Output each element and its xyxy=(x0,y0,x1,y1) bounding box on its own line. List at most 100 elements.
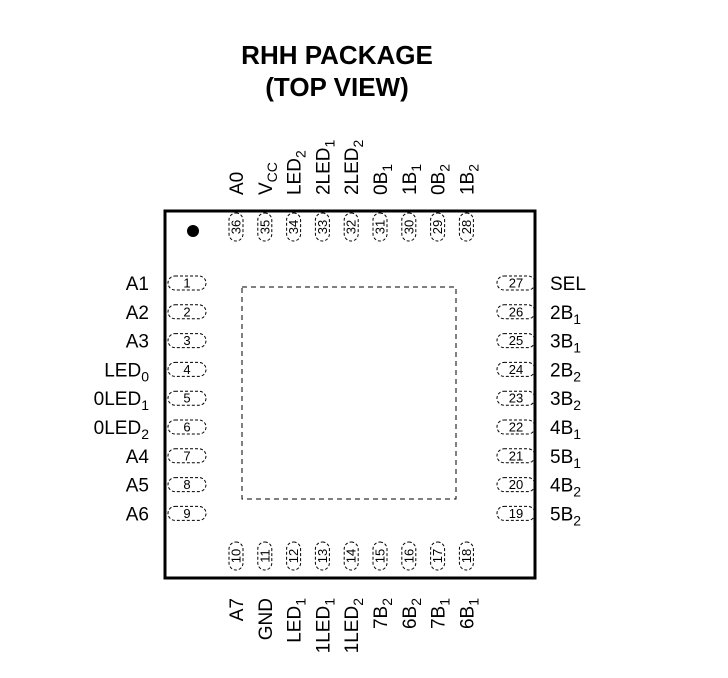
pin-left: 3 A3 xyxy=(126,332,207,353)
pin-name-label: 0LED2 xyxy=(94,418,150,442)
pin-name-label: A3 xyxy=(126,332,149,353)
pin-number: 35 xyxy=(257,220,272,234)
pin-name-main: 2B xyxy=(550,303,573,324)
pin-name-label: 5B1 xyxy=(550,447,581,471)
pin-name-main: 7B xyxy=(429,606,450,629)
pin-name-main: A2 xyxy=(126,303,149,324)
pin-name-main: 3B xyxy=(550,389,573,410)
pin-name-label: A5 xyxy=(126,476,149,497)
pin-left: 9A6 xyxy=(126,504,207,525)
pin-number: 26 xyxy=(509,304,523,319)
pin-name-label: A2 xyxy=(126,303,149,324)
pin-name-main: 5B xyxy=(550,504,573,525)
pin-name-subscript: 1 xyxy=(465,598,481,606)
pin-number: 4 xyxy=(183,362,190,377)
title-line-1: RHH PACKAGE xyxy=(241,40,433,70)
pin-number: 2 xyxy=(183,304,190,319)
pin-name-label: LED0 xyxy=(104,360,149,384)
pin-pad xyxy=(257,212,273,242)
pin-pad xyxy=(372,212,388,242)
pin-name-main: 7B xyxy=(371,606,392,629)
pin-pad xyxy=(458,212,474,242)
pin-name-subscript: 2 xyxy=(141,426,149,442)
pin-pad xyxy=(496,333,536,349)
pin-name-label: 6B2 xyxy=(400,598,424,629)
pin-name-subscript: 2 xyxy=(573,512,581,528)
pin-name-main: 1LED xyxy=(342,606,363,654)
pin-number: 1 xyxy=(183,276,190,291)
pin-number: 33 xyxy=(315,220,330,234)
pin-name-subscript: 1 xyxy=(321,598,337,606)
pin-name-label: 2LED2 xyxy=(342,139,366,195)
pin-name-main: 0LED xyxy=(94,418,142,439)
pin-pad xyxy=(228,541,244,571)
pin-name-main: A3 xyxy=(126,332,149,353)
pin-name-label: VCC xyxy=(256,162,280,195)
pin-name-main: 0B xyxy=(371,172,392,195)
pin-pad xyxy=(496,361,536,377)
pin-number: 3 xyxy=(183,333,190,348)
pin-name-label: 1B2 xyxy=(457,164,481,195)
pin-left: 4 LED0 xyxy=(104,360,207,384)
pin-name-main: A7 xyxy=(227,598,248,621)
pin-name-main: 6B xyxy=(400,606,421,629)
pin-name-main: A4 xyxy=(126,447,150,468)
pin-name-label: 5B2 xyxy=(550,504,581,528)
pin-pad xyxy=(286,212,302,242)
pin-name-label: A4 xyxy=(126,447,150,468)
pin-name-subscript: 1 xyxy=(573,455,581,471)
pin-pad xyxy=(167,505,207,521)
pin-number: 22 xyxy=(509,420,523,435)
pin-left: 1 A1 xyxy=(126,274,207,295)
pin-pad xyxy=(343,212,359,242)
pin-name-main: A1 xyxy=(126,274,149,295)
pin-name-subscript: 0 xyxy=(141,368,149,384)
pin-name-main: 6B xyxy=(457,606,478,629)
pin1-marker-dot xyxy=(187,225,199,237)
pin-pad xyxy=(430,541,446,571)
pin-pad xyxy=(496,505,536,521)
pin-name-main: 0B xyxy=(429,172,450,195)
pin-pad xyxy=(167,275,207,291)
pin-number: 36 xyxy=(229,220,244,234)
pin-pad xyxy=(257,541,273,571)
pin-number: 13 xyxy=(315,549,330,563)
pin-name-label: 1B1 xyxy=(400,164,424,195)
pin-left: 7A4 xyxy=(126,447,207,468)
pin-pad xyxy=(167,448,207,464)
pin-name-main: 2LED xyxy=(342,147,363,195)
pin-number: 31 xyxy=(373,220,388,234)
pin-pad xyxy=(496,419,536,435)
pin-name-main: V xyxy=(256,182,277,195)
pin-name-label: 0LED1 xyxy=(94,389,150,413)
pin-name-main: A0 xyxy=(227,172,248,195)
pin-name-subscript: 2 xyxy=(573,368,581,384)
pin-name-main: SEL xyxy=(550,274,586,295)
pin-number: 17 xyxy=(430,549,445,563)
pin-name-label: A7 xyxy=(227,598,248,621)
pin-name-label: 2B1 xyxy=(550,303,581,327)
pin-number: 11 xyxy=(257,549,272,563)
pin-name-subscript: 2 xyxy=(573,484,581,500)
pin-name-subscript: 1 xyxy=(573,311,581,327)
exposed-thermal-pad xyxy=(241,286,457,500)
pin-pad xyxy=(167,477,207,493)
pin-name-label: 3B2 xyxy=(550,389,581,413)
pin-pad xyxy=(228,212,244,242)
pin-name-subscript: 2 xyxy=(465,164,481,172)
pin-name-label: 3B1 xyxy=(550,332,581,356)
